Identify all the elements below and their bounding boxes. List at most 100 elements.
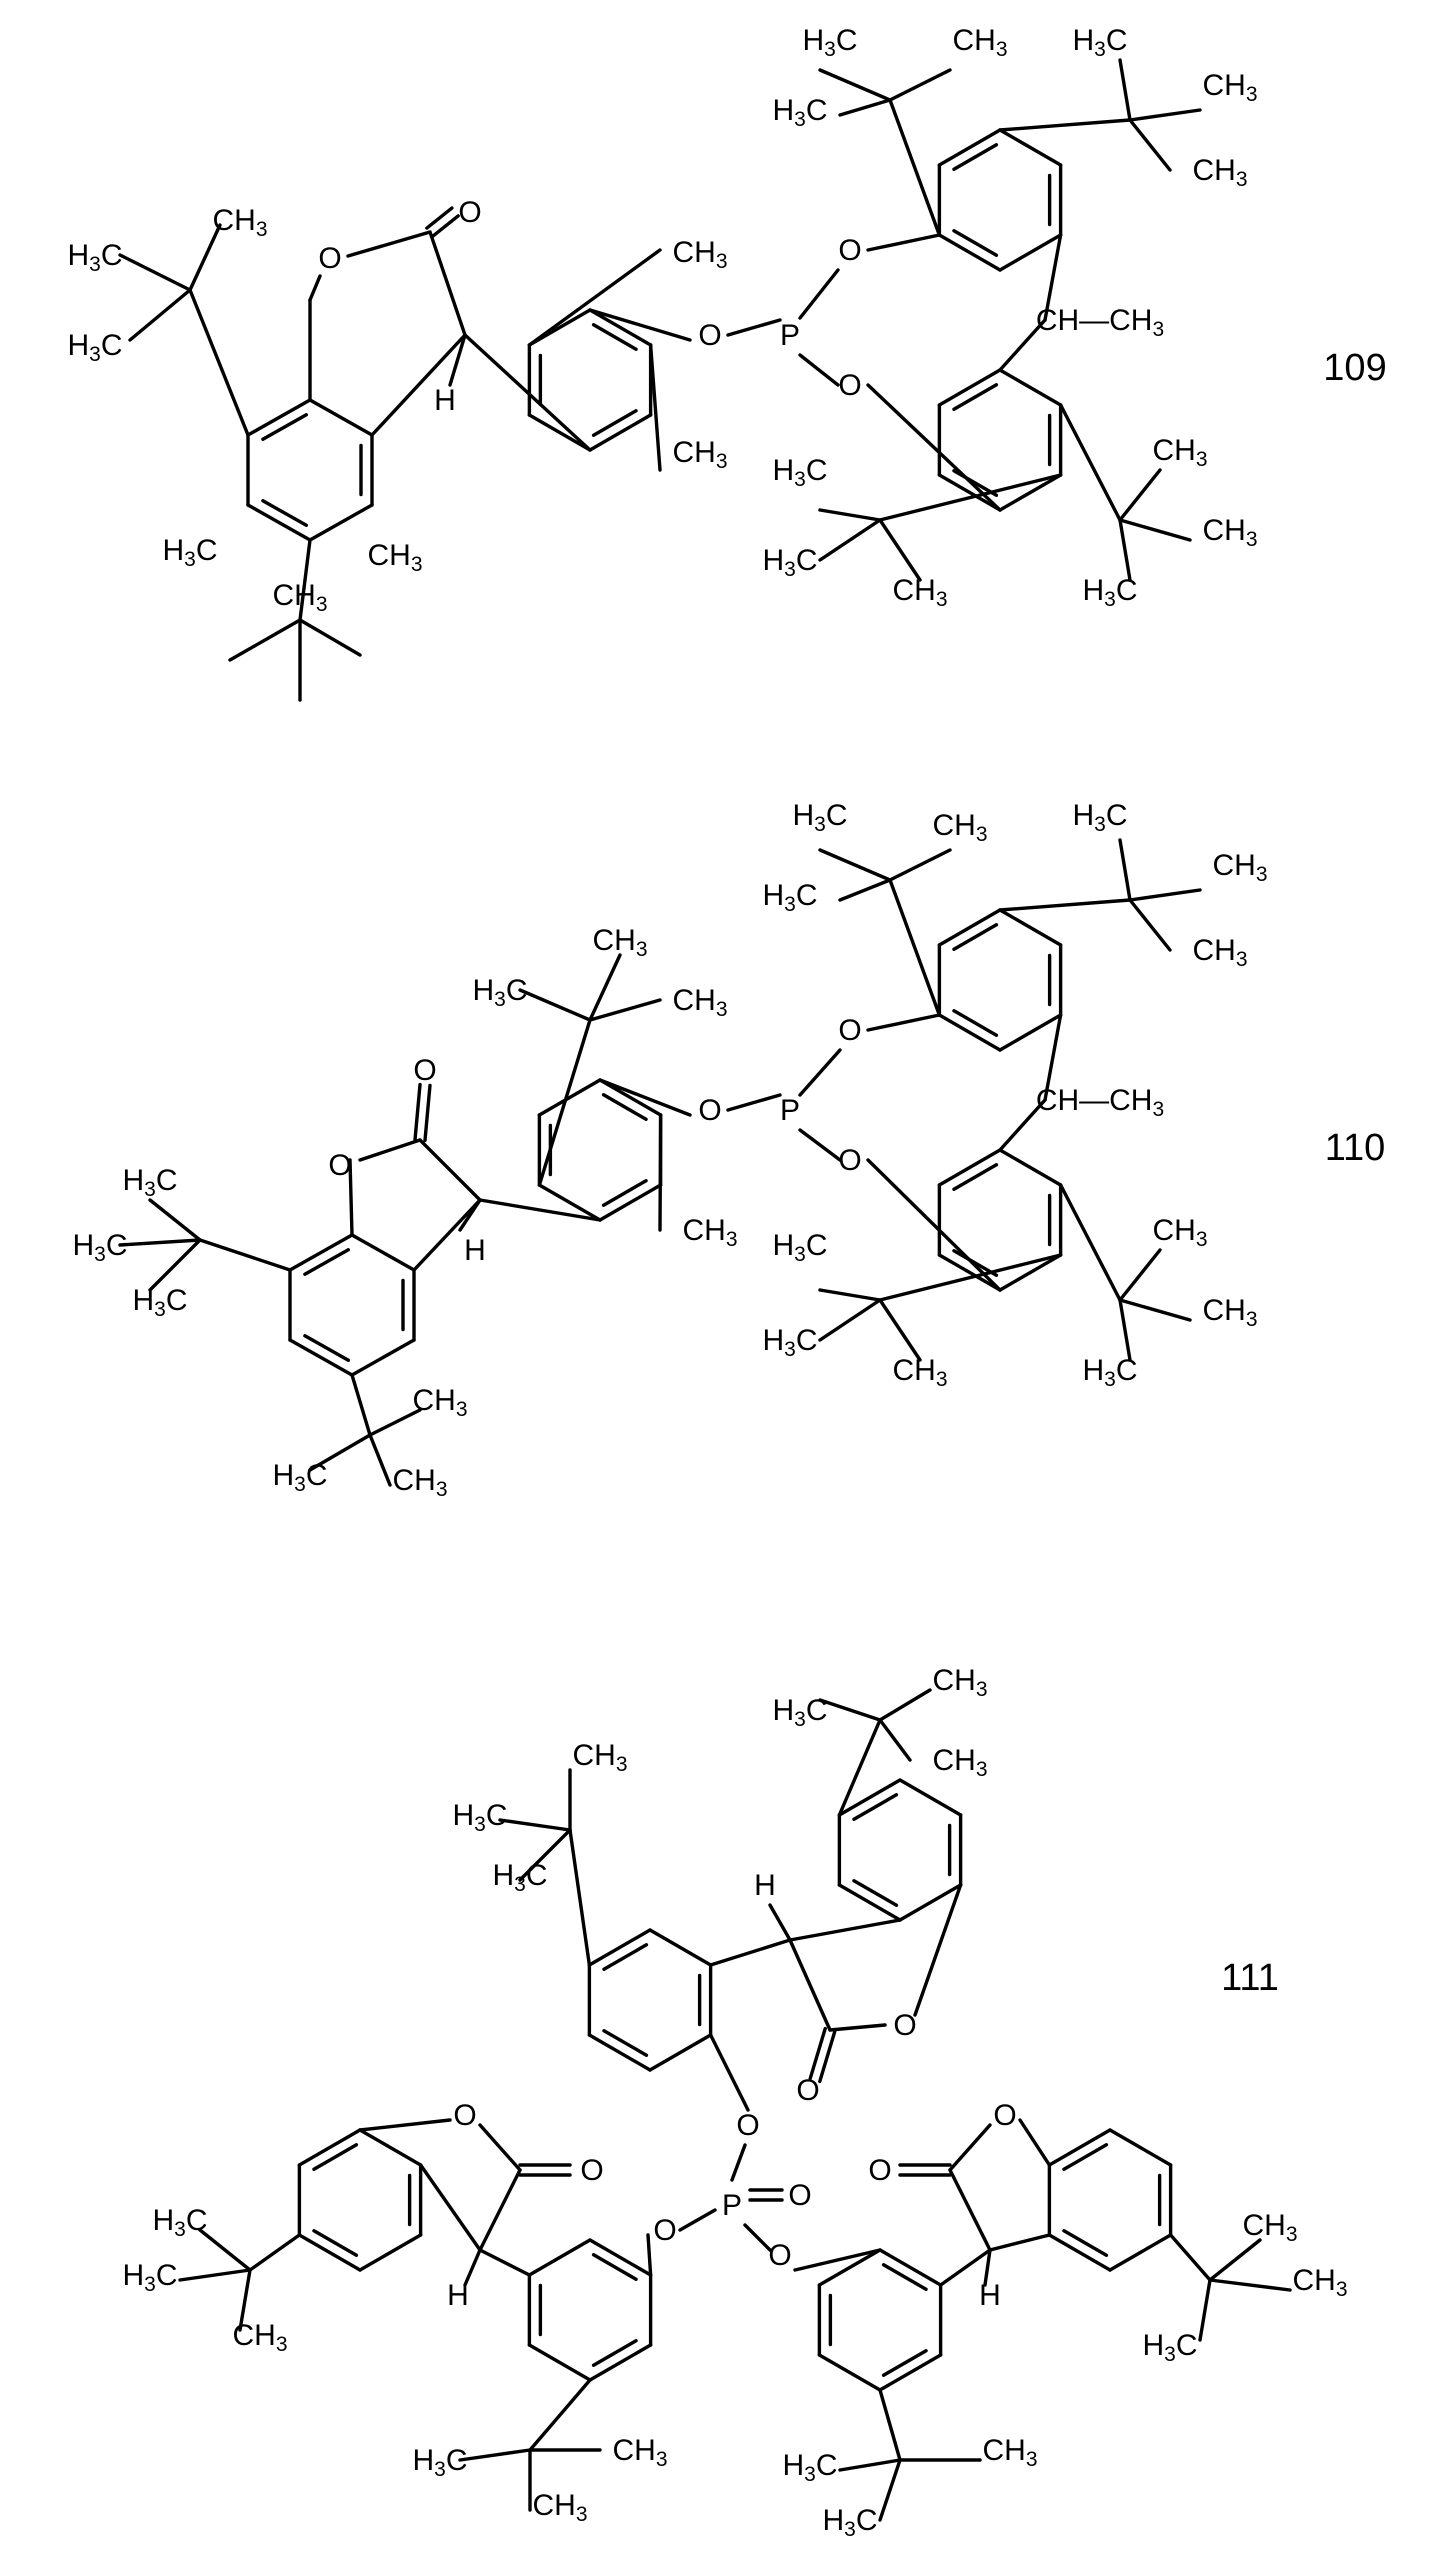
tbu-109-a-methyl-bond	[120, 255, 190, 290]
tbu-111-top-methyl-label: CH3	[932, 1664, 987, 1701]
tbu-110-aryl-methyl-label: CH3	[592, 924, 647, 961]
right-aryl-bond	[819, 2355, 880, 2390]
double-bond-line	[954, 1165, 996, 1190]
tbu-110-upper-left-methyl-label: H3C	[762, 879, 817, 916]
double-bond-line	[1064, 2145, 1106, 2170]
tbu-110-upper-right-methyl-bond	[1130, 890, 1200, 900]
double-bond-line	[854, 1795, 896, 1820]
tbu-109-lower-right-methyl-label: CH3	[1152, 434, 1207, 471]
p-o-bond	[728, 1095, 780, 1110]
tbu-111-right-aryl-methyl-label: H3C	[822, 2504, 877, 2541]
double-bond-line	[604, 1945, 646, 1970]
phosphorus-atom: P	[780, 319, 800, 352]
tbu-109-upper-left-methyl-label: CH3	[952, 24, 1007, 61]
furanone-bond	[348, 232, 430, 256]
tbu-110-aryl-stem	[539, 1020, 590, 1185]
tbu-109-a-methyl-label: H3C	[67, 329, 122, 366]
tbu-111-right-methyl-label: CH3	[1292, 2264, 1347, 2301]
left-lactone-hydrogen: H	[447, 2279, 469, 2312]
tbu-110-benzo-left-methyl-label: H3C	[122, 1164, 177, 1201]
double-bond-line	[954, 145, 996, 170]
lower-ring-bond	[1000, 370, 1061, 405]
double-bond-line	[604, 1095, 646, 1120]
upper-ring-bond	[1000, 130, 1061, 165]
right-benzo-bond	[1110, 2130, 1171, 2165]
tbu-109-upper-right-methyl-label: H3C	[1072, 24, 1127, 61]
furanone-bond	[990, 2235, 1049, 2250]
aryl-link-bond	[480, 2250, 529, 2275]
tbu-111-top-methyl-bond	[880, 1720, 910, 1760]
tbu-109-lower-left-methyl-bond	[820, 520, 880, 560]
lactone-hydrogen: H	[464, 1234, 486, 1267]
tbu-110-lower-right-methyl-bond	[1120, 1300, 1190, 1320]
tbu-110-upper-left-methyl-bond	[890, 850, 950, 880]
tbu-110-lower-right-methyl-label: CH3	[1202, 1294, 1257, 1331]
tbu-109-lower-right-methyl-bond	[1120, 470, 1160, 520]
tbu-111-right-methyl-bond	[1210, 2240, 1260, 2280]
tbu-111-top-aryl-methyl-label: H3C	[452, 1799, 507, 1836]
double-bond-line	[604, 1181, 646, 1206]
aryl-o-bond	[711, 2035, 748, 2110]
double-bond-line	[314, 2231, 356, 2256]
tbu-111-top-methyl-label: CH3	[932, 1744, 987, 1781]
ring-o-bond	[868, 1160, 1000, 1290]
lower-ring-bond	[1000, 1255, 1061, 1290]
tbu-110-aryl-methyl-label: CH3	[672, 984, 727, 1021]
tbu-110-upper-right-methyl-label: H3C	[1072, 799, 1127, 836]
carbonyl-oxygen: O	[458, 196, 481, 229]
furanone-bond	[790, 1920, 900, 1940]
furanone-bond	[790, 1940, 830, 2030]
double-bond-line	[1064, 2231, 1106, 2256]
tbu-109-lower-left-methyl-label: CH3	[892, 574, 947, 611]
tbu-109-a-methyl-label: H3C	[67, 239, 122, 276]
double-bond-line	[954, 1011, 996, 1036]
ring-o-bond	[868, 235, 939, 250]
tbu-109-lower-left-methyl-label: H3C	[772, 454, 827, 491]
tbu-109-a-methyl-label: CH3	[212, 204, 267, 241]
lactone-ring-oxygen: O	[318, 242, 341, 275]
tbu-109-upper-right-methyl-bond	[1130, 110, 1200, 120]
double-bond-line	[954, 231, 996, 256]
tbu-110-lower-right-methyl-bond	[1120, 1300, 1130, 1360]
top-aryl-bond	[650, 2035, 711, 2070]
lower-ring-bond	[1000, 1150, 1061, 1185]
left-carbonyl-oxygen: O	[580, 2154, 603, 2187]
aryl-o-bond	[648, 2235, 651, 2275]
tbu-109-upper-left-methyl-bond	[840, 100, 890, 115]
p-o-bond	[800, 1130, 840, 1160]
p-o-bond	[680, 2210, 715, 2230]
tbu-111-right-methyl-bond	[1200, 2280, 1210, 2340]
double-bond-line	[594, 2341, 636, 2366]
tbu-110-aryl-methyl-bond	[520, 990, 590, 1020]
tbu-111-left-aryl-methyl-bond	[460, 2450, 530, 2460]
tbu-109-lower-right-methyl-bond	[1120, 520, 1190, 540]
upper-ring-bond	[1000, 235, 1061, 270]
double-bond-line	[263, 415, 306, 440]
tbu-110-lower-left-methyl-label: CH3	[892, 1354, 947, 1391]
tbu-110-lower-left-methyl-bond	[820, 1290, 880, 1300]
double-bond-line	[305, 1250, 348, 1275]
tbu-111-right-aryl-methyl-bond	[840, 2460, 900, 2470]
tbu-110-benzo-left-stem	[200, 1240, 290, 1270]
double-bond-line	[594, 2255, 636, 2280]
tbu-110-lower-left-methyl-bond	[820, 1300, 880, 1340]
tbu-110-lower-right-methyl-label: CH3	[1152, 1214, 1207, 1251]
tbu-110-benzo-left-methyl-bond	[150, 1240, 200, 1290]
tbu-110-lower-left-methyl-bond	[880, 1300, 920, 1360]
compound-109-structure: OOHH3CH3CCH3H3CCH3CH3CH3CH3OPOOCH—CH3H3C…	[67, 24, 1386, 700]
methyl-bond	[529, 250, 660, 345]
tbu-110-benzo-left-methyl-bond	[120, 1240, 200, 1245]
compound-111-structure: POOOOH3CCH3H3CHOOH3CCH3CH3H3CCH3CH3HOOH3…	[122, 1664, 1347, 2541]
furanone-bond	[360, 1140, 420, 1160]
tbu-110-upper-right-methyl-label: CH3	[1192, 934, 1247, 971]
tbu-111-top-methyl-bond	[820, 1700, 880, 1720]
benzo-ring-bond	[310, 505, 372, 540]
tbu-109-upper-right-methyl-bond	[1120, 60, 1130, 120]
tbu-110-benzo-bottom-methyl-label: CH3	[412, 1384, 467, 1421]
right-lactone-hydrogen: H	[979, 2279, 1001, 2312]
tbu-110-upper-left-stem	[890, 880, 939, 1015]
tbu-111-top-aryl-methyl-label: H3C	[492, 1859, 547, 1896]
left-aryl-bond	[529, 2240, 590, 2275]
tbu-109-upper-right-methyl-label: CH3	[1202, 69, 1257, 106]
compound-number-110: 110	[1325, 1127, 1386, 1169]
